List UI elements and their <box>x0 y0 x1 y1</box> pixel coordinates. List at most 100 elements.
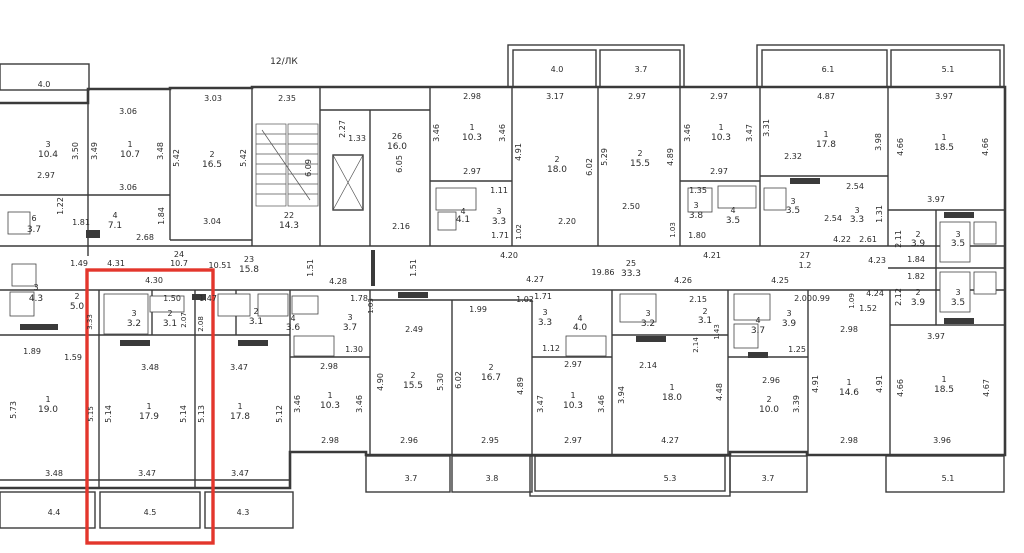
plan-label-241: 3.47 <box>138 469 156 478</box>
plan-label-143: 2 <box>167 309 172 318</box>
plan-label-56: 3.06 <box>119 183 137 192</box>
plan-label-33: 10.3 <box>462 133 482 143</box>
plan-label-86: 3.5 <box>726 216 740 226</box>
plan-label-186: 2.14 <box>639 361 657 370</box>
plan-label-249: 4.5 <box>144 508 157 517</box>
plan-label-103: 4.23 <box>868 256 886 265</box>
plan-label-191: 2 <box>410 371 415 380</box>
plan-label-111: 15.8 <box>239 265 259 275</box>
plan-label-75: 4.1 <box>456 215 470 225</box>
plan-label-81: 2.50 <box>622 202 640 211</box>
plan-label-165: 3.2 <box>641 319 655 329</box>
highlighted-apartment <box>85 268 215 545</box>
plan-label-84: 1.03 <box>669 222 677 238</box>
plan-label-48: 1 <box>823 130 828 139</box>
plan-label-62: 1.35 <box>689 186 707 195</box>
radiators <box>20 178 974 358</box>
plan-label-97: 2.11 <box>894 230 903 248</box>
plan-label-157: 3.7 <box>343 323 357 333</box>
plan-label-38: 6.02 <box>585 158 594 176</box>
plan-label-50: 3.98 <box>874 133 883 151</box>
plan-label-64: 1.81 <box>72 218 90 227</box>
plan-label-211: 1 <box>45 395 50 404</box>
plan-label-127: 1.82 <box>907 272 925 281</box>
plan-label-205: 4.91 <box>875 375 884 393</box>
plan-label-239: 3.96 <box>933 436 951 445</box>
plan-label-179: 1.59 <box>64 353 82 362</box>
plan-label-217: 5.14 <box>179 405 188 423</box>
plan-label-140: 1.47 <box>199 294 217 303</box>
plan-label-185: 2.14 <box>692 337 700 353</box>
plan-label-130: 2.12 <box>894 288 903 306</box>
plan-label-226: 3.47 <box>536 395 545 413</box>
plan-label-8: 6.05 <box>395 155 404 173</box>
plan-label-70: 3.04 <box>203 217 221 226</box>
plan-label-109: 10.51 <box>209 261 232 270</box>
plan-label-181: 3.47 <box>230 363 248 372</box>
plan-label-14: 3.17 <box>546 92 564 101</box>
plan-label-21: 3.50 <box>71 142 80 160</box>
plan-label-180: 3.48 <box>141 363 159 372</box>
plan-label-150: 1.78 <box>350 294 368 303</box>
plan-label-141: 3 <box>131 309 136 318</box>
plan-label-202: 4.91 <box>811 375 820 393</box>
plan-label-61: 1.11 <box>490 186 508 195</box>
plan-label-146: 2.08 <box>197 316 205 332</box>
plan-label-224: 10.3 <box>320 401 340 411</box>
plan-label-99: 3.9 <box>911 239 926 249</box>
plan-label-118: 4.27 <box>526 275 544 284</box>
plan-label-197: 4.89 <box>516 377 525 395</box>
plan-label-220: 17.8 <box>230 412 250 422</box>
plan-label-161: 3.3 <box>538 318 552 328</box>
plan-label-23: 1 <box>127 140 132 149</box>
plan-label-82: 3 <box>693 201 698 210</box>
plan-label-91: 3 <box>854 206 859 215</box>
plan-label-30: 6.09 <box>304 159 313 177</box>
plan-label-156: 3 <box>347 313 352 322</box>
plan-label-73: 2.16 <box>392 222 410 231</box>
plan-label-54: 4.66 <box>981 138 990 156</box>
plan-label-49: 17.8 <box>816 140 836 150</box>
plan-label-178: 1.89 <box>23 347 41 356</box>
plan-label-234: 2.96 <box>400 436 418 445</box>
plan-label-203: 1 <box>846 378 851 387</box>
plan-label: 12/ЛК <box>270 57 298 67</box>
plan-label-199: 1 <box>669 383 674 392</box>
plan-label-41: 15.5 <box>630 159 650 169</box>
plan-label-13: 2.98 <box>463 92 481 101</box>
balconies-bottom <box>0 455 1005 529</box>
plan-label-22: 3.49 <box>90 142 99 160</box>
plan-label-123: 4.25 <box>771 276 789 285</box>
plan-label-92: 3.3 <box>850 215 864 225</box>
plan-label-100: 3 <box>955 230 960 239</box>
plan-label-142: 3.2 <box>127 319 141 329</box>
plan-label-46: 3.47 <box>745 124 754 142</box>
plan-label-37: 18.0 <box>547 165 567 175</box>
plan-label-207: 1 <box>941 375 946 384</box>
balconies-top <box>0 44 1005 91</box>
plan-label-218: 5.13 <box>197 405 206 423</box>
plan-label-32: 1 <box>469 123 474 132</box>
plan-label-25: 3.48 <box>156 142 165 160</box>
plan-label-242: 3.47 <box>231 469 249 478</box>
plan-label-36: 2 <box>554 155 559 164</box>
plan-label-171: 3.7 <box>751 326 765 336</box>
plan-label-10: 3.7 <box>635 65 648 74</box>
plan-label-175: 3.9 <box>782 319 797 329</box>
plan-label-145: 2.07 <box>180 312 188 328</box>
plan-label-3: 2.35 <box>278 94 296 103</box>
plan-label-233: 2.98 <box>321 436 339 445</box>
plan-label-68: 7.1 <box>108 221 122 231</box>
plan-label-95: 4.22 <box>833 235 851 244</box>
plan-label-128: 1.09 <box>848 293 856 309</box>
plan-label-59: 2.32 <box>784 152 802 161</box>
plan-label-72: 14.3 <box>279 221 299 231</box>
plan-label-192: 15.5 <box>403 381 423 391</box>
plan-label-52: 1 <box>941 133 946 142</box>
plan-label-71: 22 <box>284 211 294 220</box>
plan-label-112: 4.31 <box>107 259 125 268</box>
plan-label-209: 4.67 <box>982 379 991 397</box>
plan-label-6: 26 <box>392 132 402 141</box>
